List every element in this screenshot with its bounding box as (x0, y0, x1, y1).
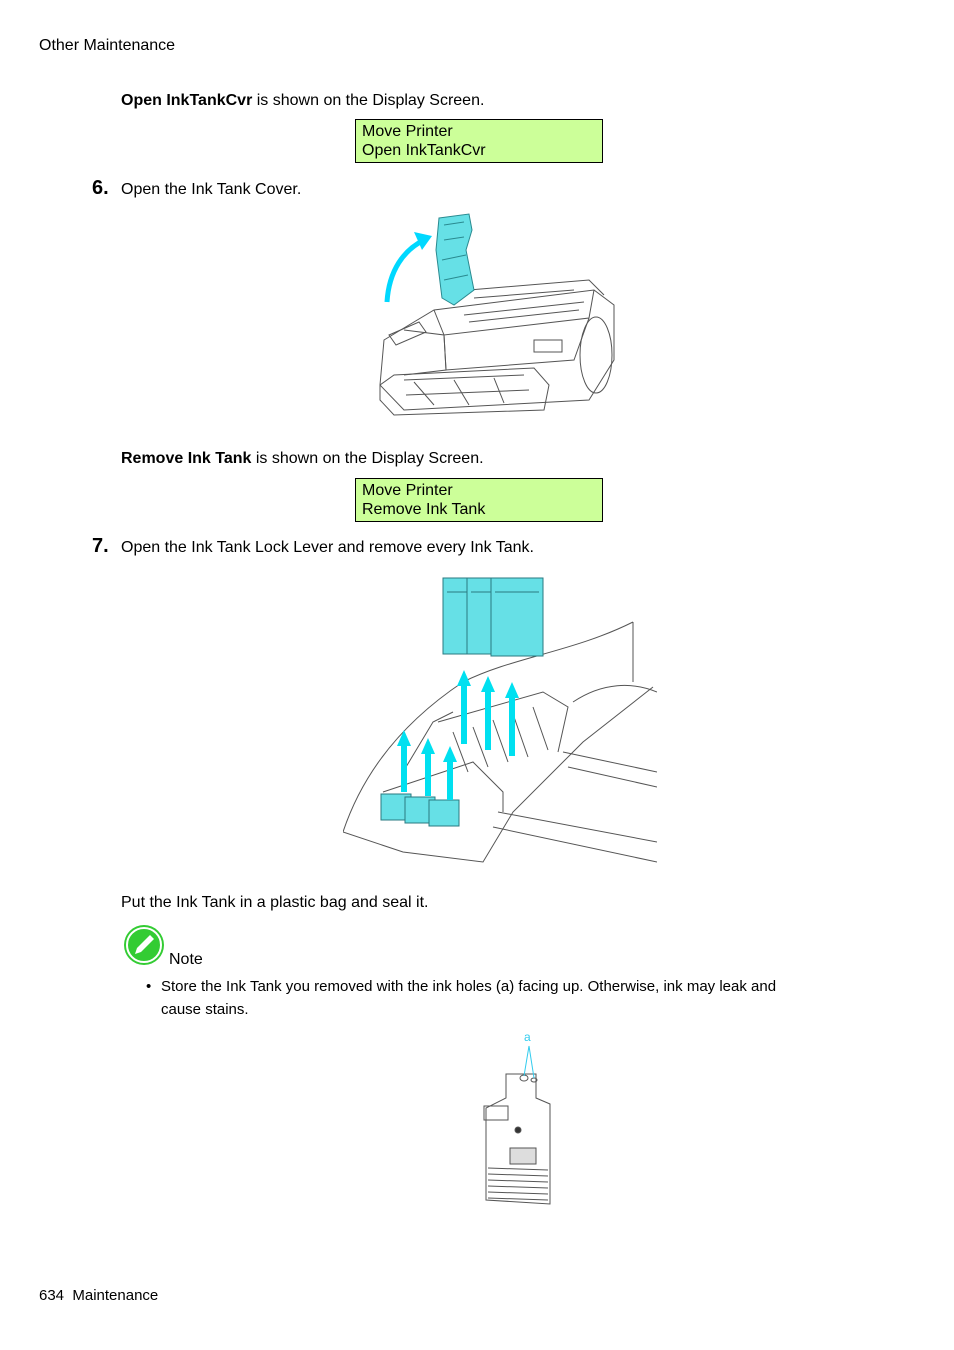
lcd-panel-1: Move Printer Open InkTankCvr (355, 119, 603, 163)
running-header: Other Maintenance (39, 37, 176, 54)
step-6-number: 6. (92, 177, 109, 199)
ink-holes-callout-label: a (524, 1030, 531, 1044)
plastic-bag-instruction: Put the Ink Tank in a plastic bag and se… (121, 894, 429, 911)
note-body-line-1: Store the Ink Tank you removed with the … (161, 978, 777, 995)
display-message-1-bold: Open InkTankCvr (121, 92, 253, 109)
lcd-panel-1-line-2: Open InkTankCvr (362, 142, 486, 159)
display-message-2-bold: Remove Ink Tank (121, 450, 252, 467)
display-message-2-rest: is shown on the Display Screen. (251, 450, 484, 467)
printer-open-cover-illustration (379, 213, 615, 416)
step-7-number: 7. (92, 535, 109, 557)
page-number: 634 (39, 1287, 65, 1304)
note-bullet: • (146, 978, 152, 995)
display-message-2: Remove Ink Tank is shown on the Display … (121, 449, 484, 469)
lcd-panel-2: Move Printer Remove Ink Tank (355, 478, 603, 522)
lcd-panel-2-line-1: Move Printer (362, 482, 453, 499)
ink-tank-holes-illustration (483, 1045, 551, 1205)
lcd-panel-1-line-1: Move Printer (362, 123, 453, 140)
page-footer: 634 Maintenance (39, 1287, 158, 1304)
step-7-text: Open the Ink Tank Lock Lever and remove … (121, 539, 534, 556)
note-body: Store the Ink Tank you removed with the … (161, 975, 841, 1021)
remove-ink-tanks-illustration (343, 577, 657, 863)
display-message-1: Open InkTankCvr is shown on the Display … (121, 91, 484, 111)
note-body-line-2: cause stains. (161, 1001, 249, 1018)
lcd-panel-2-line-2: Remove Ink Tank (362, 501, 486, 518)
note-title: Note (169, 951, 203, 968)
display-message-1-rest: is shown on the Display Screen. (252, 92, 485, 109)
note-pencil-icon (124, 925, 164, 965)
footer-section: Maintenance (72, 1287, 159, 1304)
step-6-text: Open the Ink Tank Cover. (121, 181, 302, 198)
